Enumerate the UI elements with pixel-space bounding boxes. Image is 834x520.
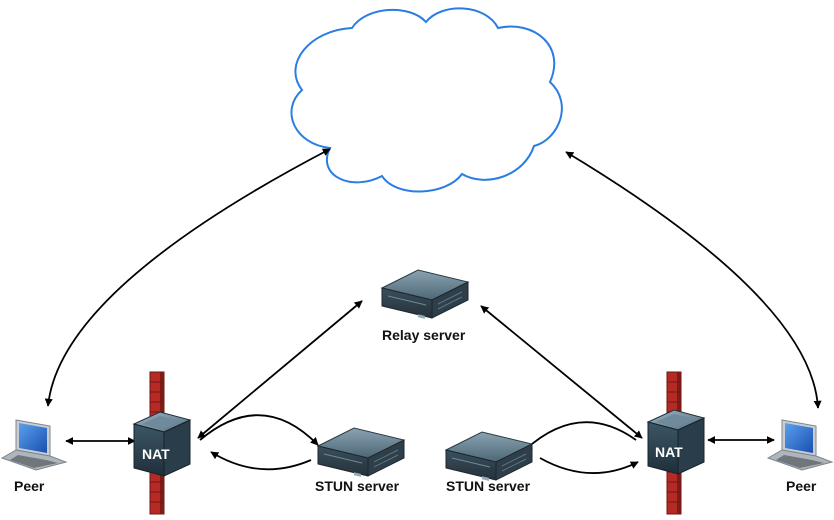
stun-server-right: STUN server <box>445 431 533 494</box>
stun-server-left-label: STUN server <box>315 478 400 494</box>
nat-right: NAT <box>647 409 705 475</box>
peer-right-label: Peer <box>786 478 817 494</box>
peer-right: Peer <box>767 419 833 494</box>
arrow-left-stun-to-nat <box>210 451 312 471</box>
arrow-cloud-right-peer <box>565 151 822 409</box>
relay-server-label: Relay server <box>382 327 466 343</box>
arrow-right-stun-to-nat <box>539 457 639 474</box>
arrow-left-nat-to-stun <box>199 414 319 446</box>
peer-left-label: Peer <box>14 478 45 494</box>
nat-left-label: NAT <box>142 446 170 462</box>
router-icon <box>133 411 191 477</box>
server-icon <box>381 269 469 320</box>
server-icon <box>445 431 533 482</box>
peer-left: Peer <box>1 419 67 494</box>
stun-server-right-label: STUN server <box>446 478 531 494</box>
stun-server-left: STUN server <box>315 427 405 494</box>
arrow-right-nat-to-stun <box>524 421 637 451</box>
relay-server: Relay server <box>381 269 469 343</box>
cloud-icon <box>290 7 563 193</box>
router-icon <box>647 409 705 475</box>
arrow-relay-right-nat <box>480 305 643 439</box>
arrow-left-nat-relay <box>197 300 363 439</box>
nat-right-label: NAT <box>655 444 683 460</box>
arrow-cloud-left-peer <box>44 148 331 407</box>
server-icon <box>317 427 405 478</box>
nat-left: NAT <box>133 411 191 477</box>
laptop-icon <box>1 419 67 471</box>
laptop-icon <box>767 419 833 471</box>
